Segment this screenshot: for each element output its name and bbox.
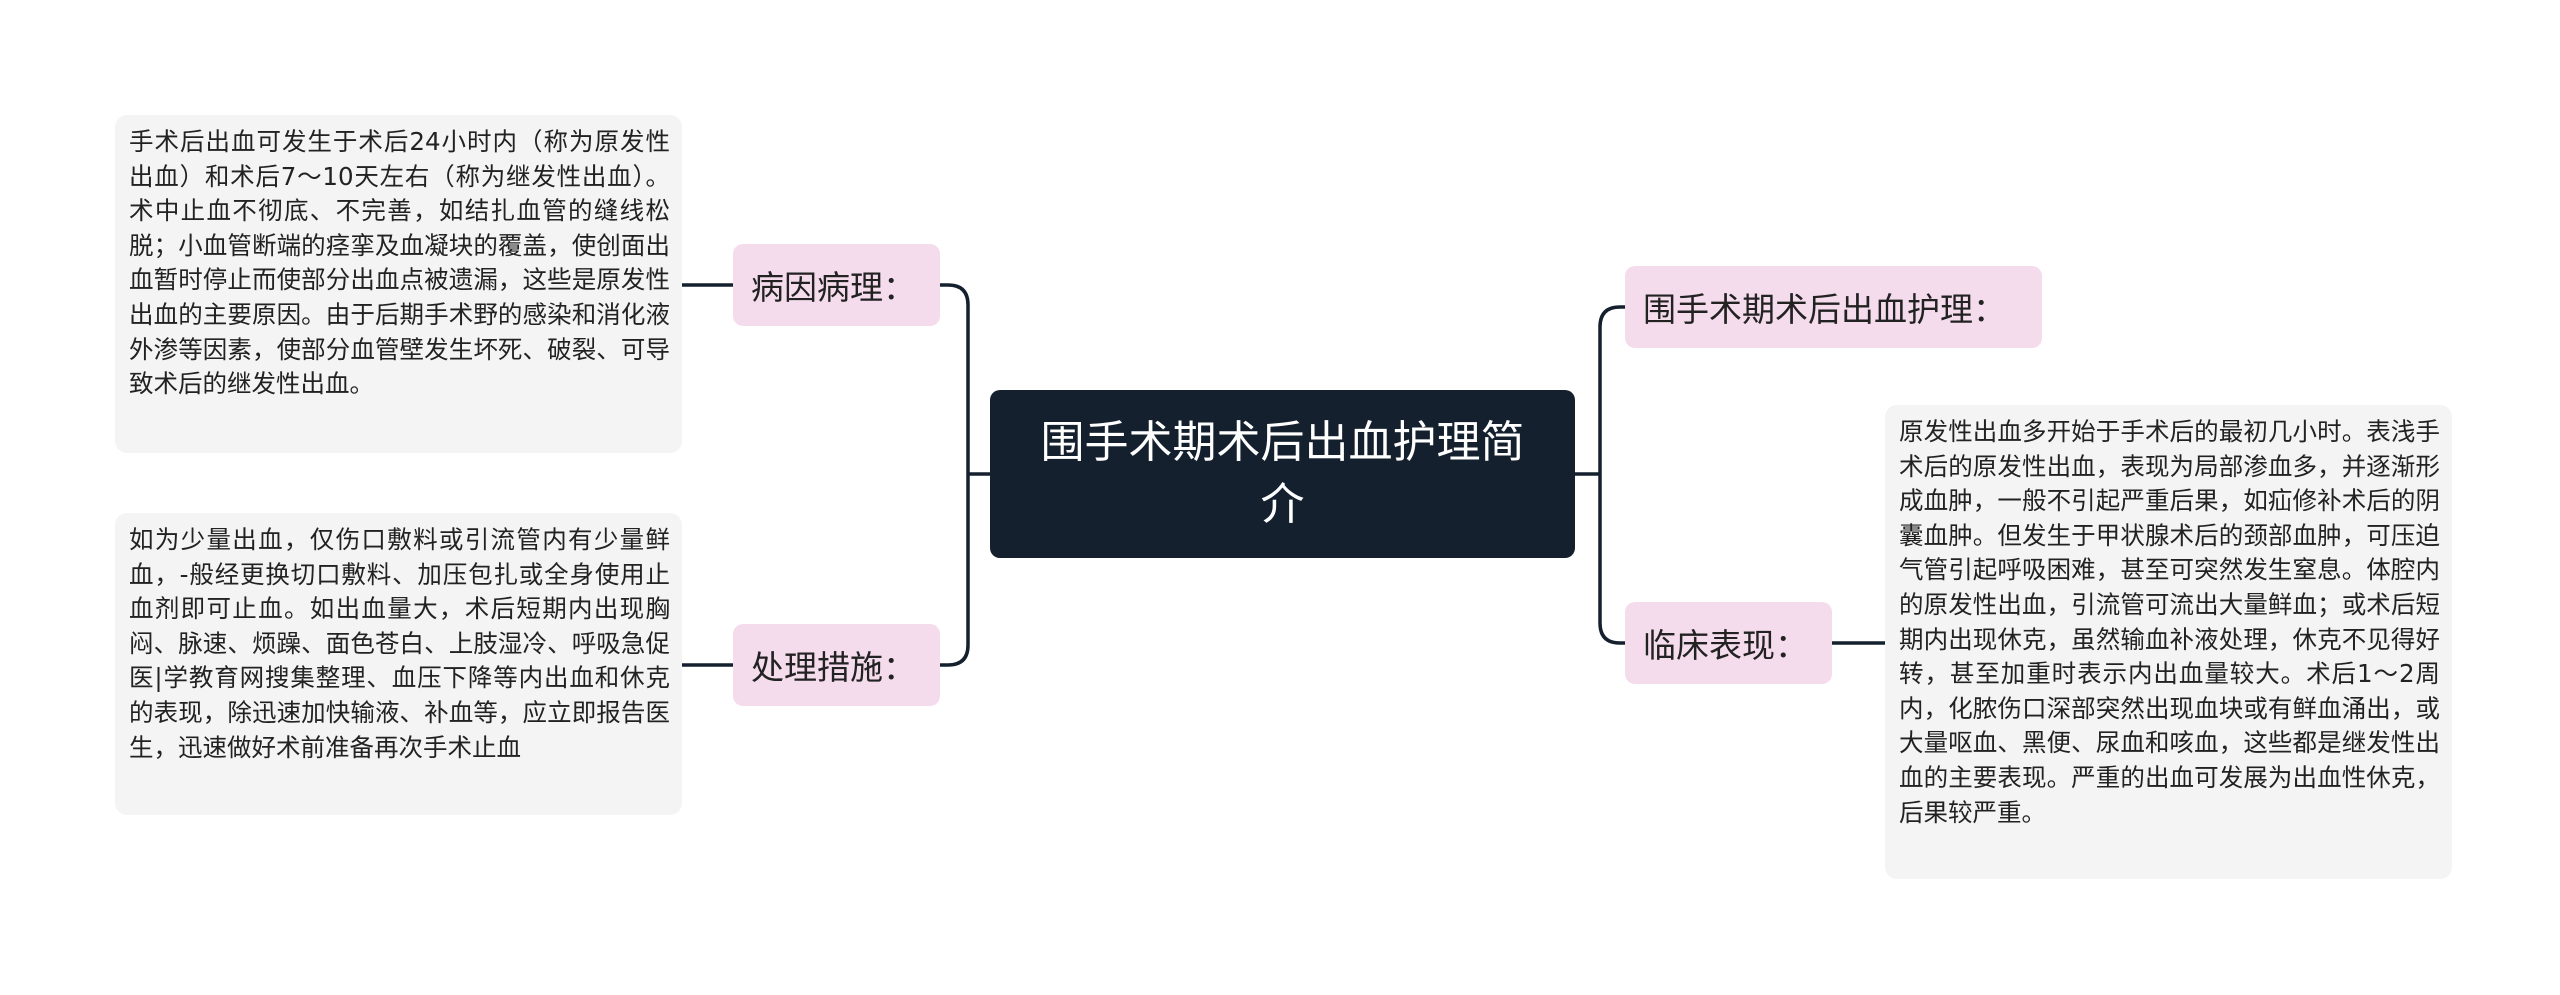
central-topic-title: 围手术期术后出血护理简介 — [1040, 417, 1525, 530]
central-topic[interactable]: 围手术期术后出血护理简介 — [990, 390, 1575, 558]
connector-to-nursing — [1598, 305, 1625, 474]
branch-treatment[interactable]: 处理措施： — [733, 624, 940, 706]
branch-nursing-label: 围手术期术后出血护理： — [1643, 290, 2006, 329]
branch-treatment-label: 处理措施： — [751, 648, 916, 687]
connector-to-treatment — [940, 474, 970, 667]
leaf-etiology-detail[interactable]: 手术后出血可发生于术后24小时内（称为原发性出血）和术后7～10天左右（称为继发… — [115, 115, 682, 453]
leaf-treatment-text: 如为少量出血，仅伤口敷料或引流管内有少量鲜血，-般经更换切口敷料、加压包扎或全身… — [129, 525, 670, 762]
branch-etiology-label: 病因病理： — [751, 268, 916, 307]
connector-to-clinical — [1598, 474, 1625, 645]
branch-nursing[interactable]: 围手术期术后出血护理： — [1625, 266, 2042, 348]
connector-to-etiology — [940, 283, 970, 474]
branch-etiology[interactable]: 病因病理： — [733, 244, 940, 326]
branch-clinical[interactable]: 临床表现： — [1625, 602, 1832, 684]
branch-clinical-label: 临床表现： — [1643, 626, 1808, 665]
leaf-clinical-detail[interactable]: 原发性出血多开始于手术后的最初几小时。表浅手术后的原发性出血，表现为局部渗血多，… — [1885, 405, 2452, 879]
leaf-etiology-text: 手术后出血可发生于术后24小时内（称为原发性出血）和术后7～10天左右（称为继发… — [129, 127, 670, 399]
leaf-clinical-text: 原发性出血多开始于手术后的最初几小时。表浅手术后的原发性出血，表现为局部渗血多，… — [1899, 417, 2440, 827]
leaf-treatment-detail[interactable]: 如为少量出血，仅伤口敷料或引流管内有少量鲜血，-般经更换切口敷料、加压包扎或全身… — [115, 513, 682, 815]
